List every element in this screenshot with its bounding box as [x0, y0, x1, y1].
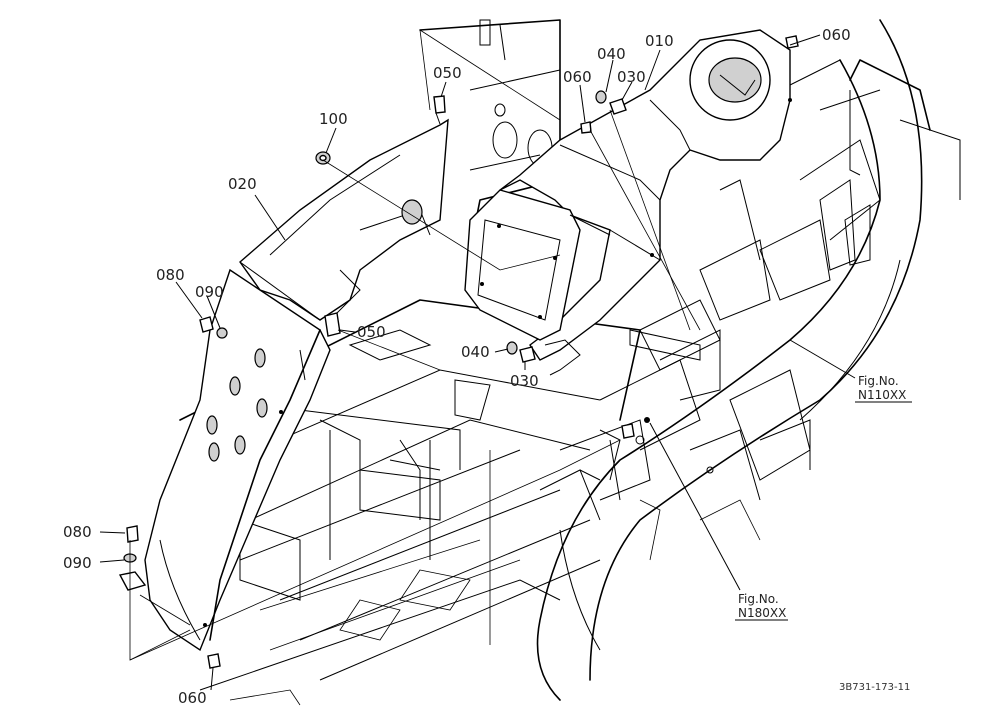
- label-080-upper: 080: [156, 266, 185, 284]
- figure-references: Fig.No. N110XX Fig.No. N180XX: [735, 374, 912, 621]
- ref-n180xx-line1: Fig.No.: [738, 592, 779, 606]
- label-090-lower: 090: [63, 554, 92, 572]
- label-060-top-right: 060: [822, 26, 851, 44]
- label-030-bottom: 030: [510, 372, 539, 390]
- label-020: 020: [228, 175, 257, 193]
- label-050-middle: 050: [357, 323, 386, 341]
- drawing-code: 3B731-173-11: [839, 682, 910, 693]
- label-050-top: 050: [433, 64, 462, 82]
- left-side-panel: [144, 118, 449, 652]
- label-060-top-center: 060: [563, 68, 592, 86]
- leader-lines: [99, 29, 856, 691]
- label-080-lower: 080: [63, 523, 92, 541]
- ref-n180xx-line2: N180XX: [738, 606, 786, 620]
- ref-n110xx-line1: Fig.No.: [858, 374, 899, 388]
- ref-n110xx-line2: N110XX: [858, 388, 906, 402]
- label-060-bottom: 060: [178, 689, 207, 707]
- label-040-bottom: 040: [461, 343, 490, 361]
- center-console-cover: [464, 29, 792, 376]
- label-090-upper: 090: [195, 283, 224, 301]
- fasteners: [118, 35, 799, 669]
- label-030-top: 030: [617, 68, 646, 86]
- label-040-top: 040: [597, 45, 626, 63]
- part-labels: 010 020 030 030 040 040 050 050 060 060 …: [63, 26, 851, 707]
- label-010: 010: [645, 32, 674, 50]
- label-100: 100: [319, 110, 348, 128]
